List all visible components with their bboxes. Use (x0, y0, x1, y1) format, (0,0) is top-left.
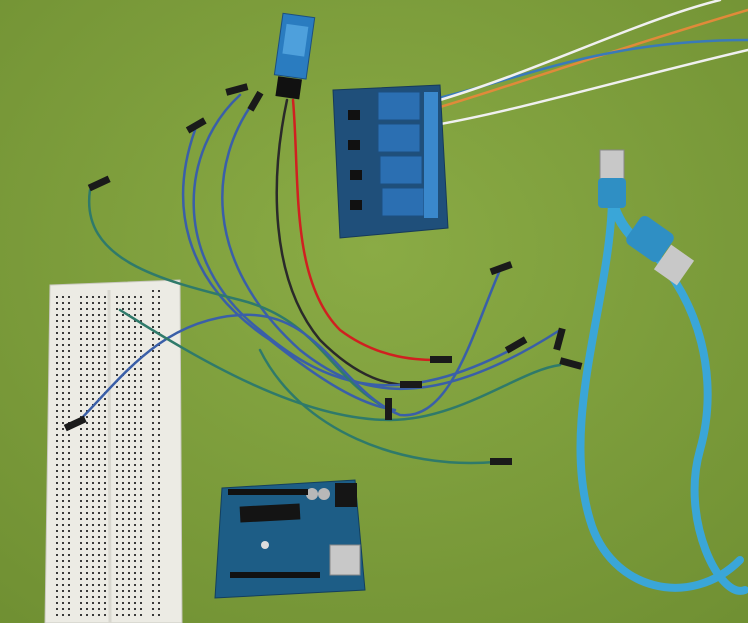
wire-black (275, 98, 412, 387)
wire-connectors (63, 83, 583, 465)
breadboard (44, 279, 183, 623)
usb-b-plug (626, 215, 695, 286)
bluetooth-module (273, 12, 316, 100)
relay-module (332, 84, 449, 239)
wire-red (291, 98, 442, 362)
arduino-board (214, 479, 366, 599)
usb-a-plug (598, 149, 626, 208)
